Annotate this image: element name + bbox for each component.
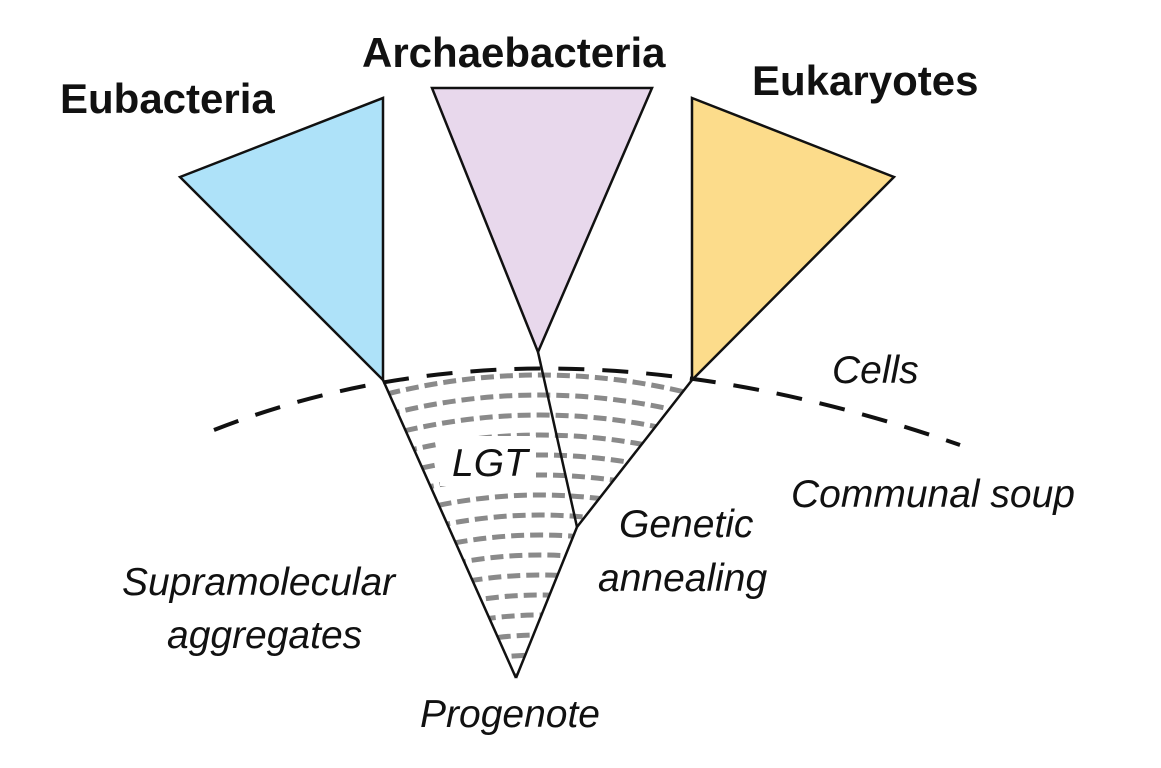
eukaryotes-label: Eukaryotes — [752, 57, 978, 104]
lgt-dash-arc — [383, 552, 692, 641]
genetic-label: Genetic — [619, 503, 754, 546]
eubacteria-triangle — [177, 96, 385, 384]
cells-boundary-curve — [213, 366, 961, 447]
lgt-dash-arc — [383, 372, 692, 434]
progenote-label: Progenote — [420, 693, 600, 736]
lgt-dash-arc — [383, 532, 692, 617]
archaebacteria-stem — [536, 351, 579, 528]
lgt-label-backdrop — [440, 436, 536, 486]
lgt-dash-arc — [383, 612, 692, 678]
eukaryotes-stem — [576, 379, 693, 528]
archaebacteria-label: Archaebacteria — [362, 29, 666, 76]
communal-soup-label: Communal soup — [791, 473, 1075, 516]
supramolecular-label: Supramolecular — [122, 561, 397, 604]
lgt-dash-arc — [383, 472, 692, 547]
eukaryotes-triangle — [690, 96, 897, 384]
lgt-dash-arc — [383, 512, 692, 593]
lgt-label: LGT — [452, 442, 531, 485]
lgt-dash-arc — [383, 392, 692, 456]
lgt-dash-arc — [383, 492, 692, 570]
annealing-stem — [514, 526, 579, 679]
lgt-dash-arc — [383, 452, 692, 524]
eubacteria-stem — [381, 379, 518, 679]
eubacteria-label: Eubacteria — [60, 75, 275, 122]
lgt-dash-arc — [383, 432, 692, 501]
archaebacteria-triangle — [430, 86, 654, 356]
cells-label: Cells — [832, 349, 919, 392]
annealing-label: annealing — [598, 557, 767, 600]
lgt-dash-arc — [383, 412, 692, 479]
aggregates-label: aggregates — [167, 614, 362, 657]
